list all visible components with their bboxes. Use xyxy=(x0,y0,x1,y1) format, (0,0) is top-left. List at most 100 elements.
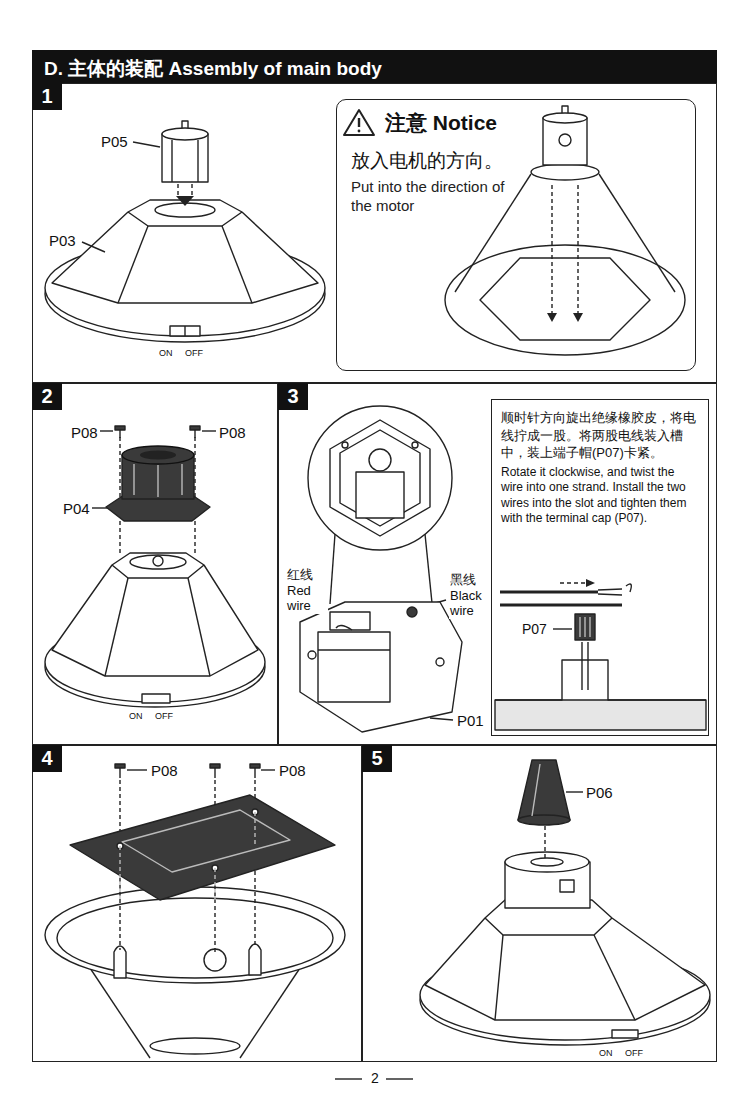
step-number: 5 xyxy=(362,745,392,772)
circuit-board-p01-part xyxy=(318,632,390,702)
screws-p08-step4-part xyxy=(210,764,220,768)
screws-p08-step4-part xyxy=(214,768,215,778)
top-view-detail-part xyxy=(330,420,430,536)
part-label: P08 xyxy=(218,424,247,441)
step-panel: 5 xyxy=(362,745,717,1062)
base-housing-step5-part xyxy=(531,858,563,866)
circuit-board-p01-part xyxy=(300,602,462,732)
circuit-board-p01-part xyxy=(436,658,444,666)
base-housing-step2-part xyxy=(142,694,170,703)
motor-direction-detail-part xyxy=(445,245,685,355)
wire-terminal-detail-part xyxy=(589,617,590,637)
circuit-board-p01 xyxy=(300,602,462,732)
screws-p08-step4-part xyxy=(119,768,120,778)
top-view-detail-part xyxy=(330,534,335,604)
screws-p08-step2-part xyxy=(115,426,125,430)
motor-direction-detail-part xyxy=(577,185,578,315)
notice-heading: 注意 Notice xyxy=(385,110,681,136)
gear-housing-p04-part xyxy=(133,464,134,495)
step-number: 2 xyxy=(32,383,62,410)
base-housing-p03-part xyxy=(170,326,200,336)
motor-p05-part xyxy=(177,184,178,198)
notice-box: 注意 Notice放入电机的方向。Put into the direction … xyxy=(336,99,696,371)
cover-plate-part xyxy=(122,810,290,872)
leader-lines-part xyxy=(202,430,216,431)
wire-terminal-detail-part xyxy=(587,642,588,690)
base-housing-step4-part xyxy=(240,968,300,1058)
motor-direction-detail-part xyxy=(559,134,571,146)
label-text: OFF xyxy=(154,711,174,721)
base-housing-step5-part xyxy=(594,935,635,1020)
leader-lines-part xyxy=(566,791,583,792)
label-text: 2 xyxy=(370,1070,380,1086)
wire-terminal-detail-part xyxy=(581,642,582,690)
part-label: P06 xyxy=(585,784,614,801)
base-housing-step2 xyxy=(45,553,265,707)
knob-p06-part xyxy=(544,826,545,858)
wire-terminal-detail-part xyxy=(598,594,622,595)
gear-housing-p04 xyxy=(106,446,210,521)
leader-lines-part xyxy=(553,628,572,629)
wire-terminal-detail-part xyxy=(495,660,706,700)
label-text: ON xyxy=(128,711,144,721)
motor-direction-detail-part xyxy=(547,313,557,322)
instruction-text: Put into the direction of the motor xyxy=(351,178,516,216)
base-housing-step4-part xyxy=(57,898,333,978)
top-view-detail xyxy=(308,406,452,604)
base-housing-step5-part xyxy=(495,935,503,1020)
cover-plate xyxy=(70,795,335,900)
warning-triangle-part xyxy=(344,110,374,135)
header-bar-part xyxy=(32,50,717,83)
part-label: P01 xyxy=(456,712,485,729)
knob-p06-part xyxy=(518,815,570,825)
base-housing-p03-part xyxy=(128,212,242,226)
wire-terminal-detail-part xyxy=(560,582,586,583)
motor-p05 xyxy=(162,121,208,206)
wire-terminal-detail-part xyxy=(598,589,622,590)
part-label: P04 xyxy=(62,500,91,517)
motor-p05-part xyxy=(162,134,208,182)
screws-p08-step4-part xyxy=(250,764,260,768)
page-title: D. 主体的装配 Assembly of main body xyxy=(44,56,382,82)
wire-terminal-detail-part xyxy=(495,700,706,730)
part-label: P07 xyxy=(521,621,548,637)
instruction-box: 顺时针方向旋出绝缘橡胶皮，将电线拧成一股。将两股电线装入槽中，装上端子帽(P07… xyxy=(491,399,709,736)
base-housing-step4-part xyxy=(90,968,150,1058)
base-housing-step5 xyxy=(420,852,710,1045)
gear-housing-p04-part xyxy=(140,451,176,460)
top-view-detail-part xyxy=(356,472,404,518)
part-label: P08 xyxy=(150,762,179,779)
base-housing-step5-part xyxy=(505,852,589,872)
base-housing-step4-part xyxy=(114,946,126,978)
label-text: OFF xyxy=(184,348,204,358)
motor-direction-detail-part xyxy=(480,258,650,340)
wire-terminal-detail-part xyxy=(626,584,631,592)
base-housing-p03-part xyxy=(184,326,185,336)
motor-p05-part xyxy=(176,196,194,206)
base-housing-step4 xyxy=(45,887,345,1058)
base-housing-step2-part xyxy=(153,556,163,566)
base-housing-step4-part xyxy=(249,944,261,975)
cover-plate-part xyxy=(70,795,335,900)
top-view-detail-part xyxy=(342,442,348,448)
label-text: Black wire xyxy=(449,589,491,619)
base-housing-step2-part xyxy=(105,578,128,676)
top-view-detail-part xyxy=(425,534,432,603)
motor-direction-detail-part xyxy=(531,164,599,180)
gear-housing-p04-part xyxy=(122,446,194,464)
motor-direction-detail xyxy=(445,106,685,355)
wire-terminal-detail-part xyxy=(579,617,580,637)
step-panel: 4 xyxy=(32,745,362,1062)
circuit-board-p01-part xyxy=(336,625,352,630)
knob-p06-part xyxy=(518,760,570,820)
gear-housing-p04-part xyxy=(157,465,158,497)
wire-terminal-detail-part xyxy=(584,617,585,637)
motor-direction-detail-part xyxy=(551,185,552,315)
leader-lines-part xyxy=(133,142,160,147)
page-number-dashes-part xyxy=(386,1078,413,1079)
instruction-text: Rotate it clockwise, and twist the wire … xyxy=(501,465,699,527)
instruction-text: 顺时针方向旋出绝缘橡胶皮，将电线拧成一股。将两股电线装入槽中，装上端子帽(P07… xyxy=(501,409,699,462)
top-view-detail-part xyxy=(308,406,452,550)
warning-triangle-part xyxy=(358,118,360,127)
